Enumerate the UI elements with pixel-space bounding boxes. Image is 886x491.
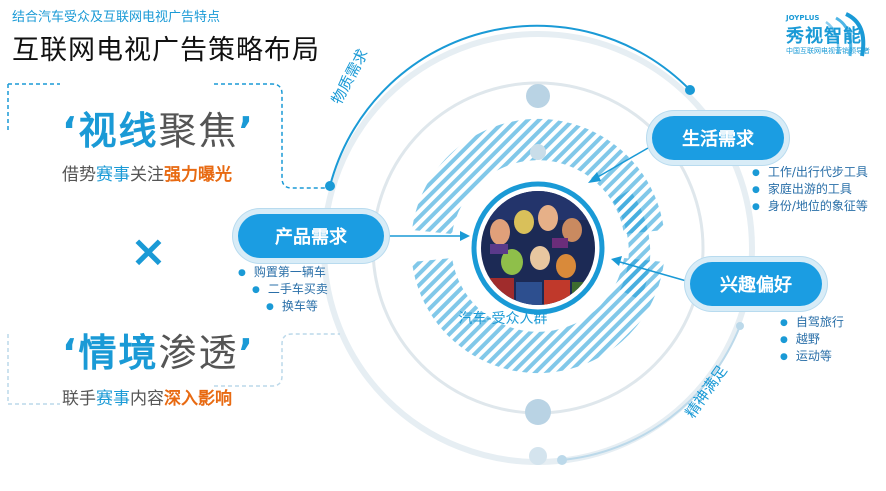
- interest-node: 兴趣偏好: [690, 262, 822, 306]
- axis-dot-bottom-1: [525, 399, 551, 425]
- center-label: 汽车-受众人群: [458, 311, 548, 327]
- axis-dot-top-1: [526, 84, 550, 108]
- list-item: 运动等: [780, 348, 844, 365]
- logo-swoosh-icon: [825, 12, 866, 57]
- axis-dot-top-2: [530, 144, 546, 160]
- arrow-interest: [619, 261, 691, 283]
- logo-chinese: 秀视智能: [786, 26, 862, 47]
- arc-bottom-dot-end: [557, 455, 567, 465]
- quote-close: ’: [238, 109, 255, 153]
- arc-bottom: [561, 325, 741, 461]
- life-needs-list: 工作/出行代步工具 家庭出游的工具 身份/地位的象征等: [752, 164, 868, 215]
- product-needs-node: 产品需求: [238, 214, 384, 258]
- arc-top: [329, 24, 691, 187]
- focus-rest: 聚焦: [158, 109, 239, 153]
- axis-dot-bottom-2: [529, 447, 547, 465]
- quote-open: ‘: [62, 109, 79, 153]
- logo-tagline: 中国互联网电视营销领导者: [786, 47, 870, 55]
- connector-top: [214, 83, 326, 189]
- logo-english: JOYPLUS: [786, 14, 820, 22]
- arc-top-dot-end: [685, 85, 695, 95]
- hatched-arc-top: [412, 118, 664, 234]
- immerse-heading: ‘情境渗透’: [62, 331, 255, 375]
- life-needs-node: 生活需求: [652, 116, 784, 160]
- immerse-rest: 渗透: [158, 331, 239, 375]
- immerse-strong: 情境: [78, 331, 159, 375]
- cross-icon: ×: [130, 226, 167, 277]
- focus-strong: 视线: [78, 109, 159, 153]
- list-item: 身份/地位的象征等: [752, 198, 868, 215]
- page-subtitle: 结合汽车受众及互联网电视广告特点: [12, 10, 221, 25]
- list-item: 家庭出游的工具: [752, 181, 868, 198]
- list-item: 自驾旅行: [780, 314, 844, 331]
- list-item: 工作/出行代步工具: [752, 164, 868, 181]
- immerse-tagline: 联手赛事内容深入影响: [62, 389, 232, 409]
- hatched-arc-right: [612, 190, 651, 300]
- arrow-life: [595, 147, 649, 179]
- list-item: 换车等: [238, 298, 328, 315]
- list-item: 二手车买卖: [238, 281, 328, 298]
- product-needs-list: 购置第一辆车 二手车买卖 换车等: [238, 264, 328, 315]
- page-title: 互联网电视广告策略布局: [12, 35, 320, 66]
- focus-tagline: 借势赛事关注强力曝光: [62, 165, 232, 185]
- arc-top-dot-start: [325, 181, 335, 191]
- interest-list: 自驾旅行 越野 运动等: [780, 314, 844, 365]
- arc-bottom-dot-start: [736, 322, 744, 330]
- list-item: 越野: [780, 331, 844, 348]
- hatched-arc-bottom: [412, 258, 664, 374]
- list-item: 购置第一辆车: [238, 264, 328, 281]
- focus-heading: ‘视线聚焦’: [62, 100, 255, 155]
